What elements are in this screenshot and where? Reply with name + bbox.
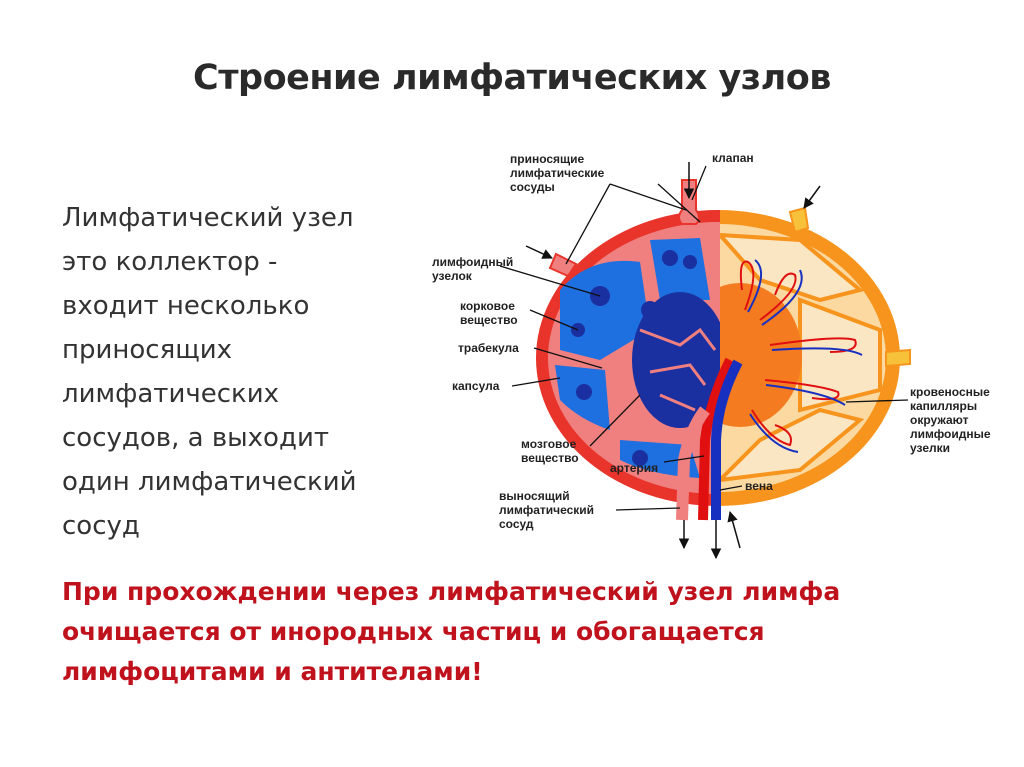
label-trabecula: трабекула [458,341,519,355]
medullary-cords [639,327,717,412]
afferent-vessel [548,252,578,278]
artery-arrow [727,510,741,549]
intro-line: один лимфатический [62,467,357,497]
intro-line: лимфатических [62,379,279,409]
label-capillaries: окружают [910,413,969,427]
label-valve: клапан [712,151,754,165]
leader-line [499,265,601,297]
conclusion-line: При прохождении через лимфатический узел… [62,577,841,606]
capillary-loop [761,269,803,326]
capillary-loop [765,384,846,406]
lymphoid-nodule [576,384,592,400]
afferent-vessel [788,206,810,234]
afferent-arrow [803,185,821,209]
lymphoid-nodule [662,250,678,266]
label-cortex: корковое [460,299,515,313]
leader-line [719,485,743,491]
conclusion-line: очищается от инородных частиц и обогащае… [62,617,765,646]
intro-line: Лимфатический узел [62,203,354,233]
label-capillaries: капилляры [910,399,977,413]
leader-line [691,165,707,201]
label-medulla: мозговое [521,437,577,451]
leader-line [511,377,561,387]
label-capillaries: лимфоидные [910,427,991,441]
leader-line [529,309,579,331]
label-efferent: лимфатический [499,503,594,517]
cortex-lobe [650,238,710,300]
capillary-loop [759,272,797,321]
leader-line [533,347,603,369]
label-nodule: лимфоидный [432,255,513,269]
medulla-right [715,283,802,427]
intro-line: сосуд [62,511,140,541]
diagram-labels: приносящие лимфатические сосуды клапан л… [432,151,991,531]
conclusion-text: При прохождении через лимфатический узел… [62,572,962,692]
capillary-loop [739,260,755,311]
capillary-loop [764,379,840,401]
intro-line: это коллектор - [62,247,278,277]
blood-vessels [676,357,743,560]
artery [698,357,735,521]
capillary-loop [771,347,863,356]
lymphoid-nodule [683,255,697,269]
leader-line [589,394,641,447]
capillary-loop [751,409,792,447]
capillary-loop [749,413,799,453]
label-efferent: выносящий [499,489,570,503]
lymphoid-nodule [641,301,659,319]
label-afferent: приносящие [510,152,585,166]
efferent-vessel [676,406,710,521]
leader-line [565,183,611,265]
label-capillaries: кровеносные [910,385,990,399]
label-capillaries: узелки [910,441,950,455]
label-artery: артерия [610,461,658,475]
afferent-arrow [525,245,553,259]
trabecula-right [798,297,882,413]
page-title: Строение лимфатических узлов [193,58,831,98]
label-afferent: лимфатические [510,166,605,180]
capillary-loop [747,259,763,313]
medulla-left [632,292,720,428]
capillary-loops [739,259,863,453]
leader-line [615,507,681,511]
label-cortex: вещество [460,313,518,327]
leader-line [657,183,701,223]
label-medulla: вещество [521,451,579,465]
intro-line: приносящих [62,335,233,365]
lymphoid-nodule [661,403,679,421]
intro-line: входит несколько [62,291,310,321]
label-capsule: капсула [452,379,500,393]
label-efferent: сосуд [499,517,534,531]
leader-line [663,455,705,463]
label-nodule: узелок [432,269,473,283]
intro-text: Лимфатический узел это коллектор - входи… [62,196,422,548]
leader-line [845,399,909,403]
intro-line: сосудов, а выходит [62,423,329,453]
lymphoid-nodule [632,450,648,466]
afferent-vessel [885,348,911,368]
leader-line [609,183,687,211]
vein [711,359,743,520]
label-afferent: сосуды [510,180,555,194]
left-half [536,210,720,506]
label-vein: вена [745,479,773,493]
afferent-vessels [525,162,911,368]
conclusion-line: лимфоцитами и антителами! [62,657,483,686]
right-half [715,210,900,506]
leader-lines [499,165,909,511]
